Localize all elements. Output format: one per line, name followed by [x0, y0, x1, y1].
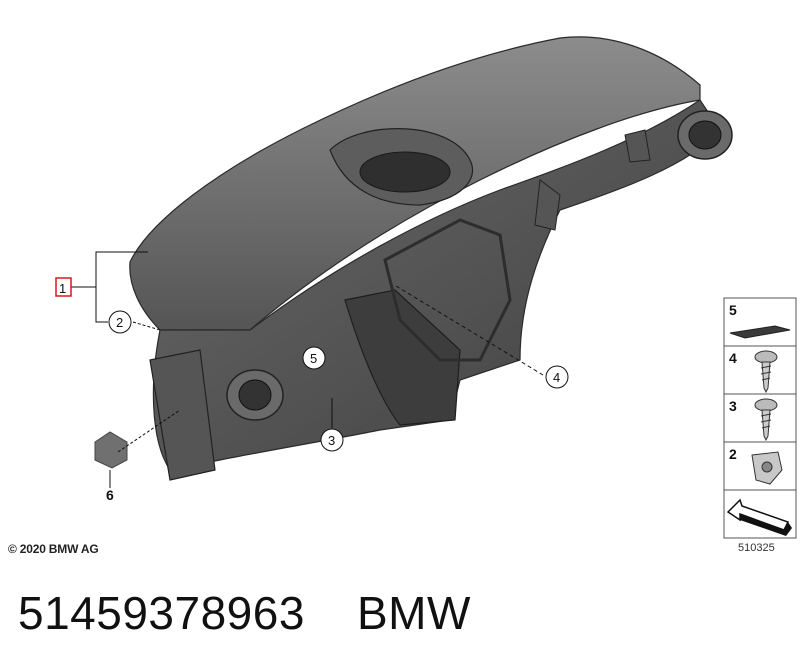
leader-lines — [70, 251, 544, 488]
legend-number-5: 5 — [729, 302, 737, 318]
callout-2: 2 — [116, 315, 123, 330]
foam-block-part-6 — [94, 431, 128, 469]
callout-3: 3 — [328, 433, 335, 448]
dashboard-exploded-diagram: 1 2 5 3 4 6 5 4 3 — [55, 36, 797, 539]
arrow-pointer-icon — [726, 498, 792, 536]
callout-6: 6 — [106, 487, 114, 503]
self-tapping-screw-icon — [754, 350, 778, 394]
legend-number-2: 2 — [729, 446, 737, 462]
callout-1: 1 — [59, 281, 66, 296]
callout-5: 5 — [310, 351, 317, 366]
part-number: 51459378963 — [18, 587, 305, 639]
legend-number-3: 3 — [729, 398, 737, 414]
brand-name: BMW — [357, 587, 471, 639]
parts-legend: 5 4 3 2 — [723, 297, 797, 539]
self-tapping-screw-icon — [754, 398, 778, 442]
drawing-number: 510325 — [738, 542, 775, 554]
legend-number-4: 4 — [729, 350, 737, 366]
callout-1-highlight — [55, 277, 72, 297]
instrument-panel — [129, 36, 733, 481]
foam-pad-icon — [729, 325, 791, 339]
copyright-notice: © 2020 BMW AG — [8, 542, 99, 556]
callout-4: 4 — [553, 370, 560, 385]
clip-nut-icon — [751, 451, 783, 485]
